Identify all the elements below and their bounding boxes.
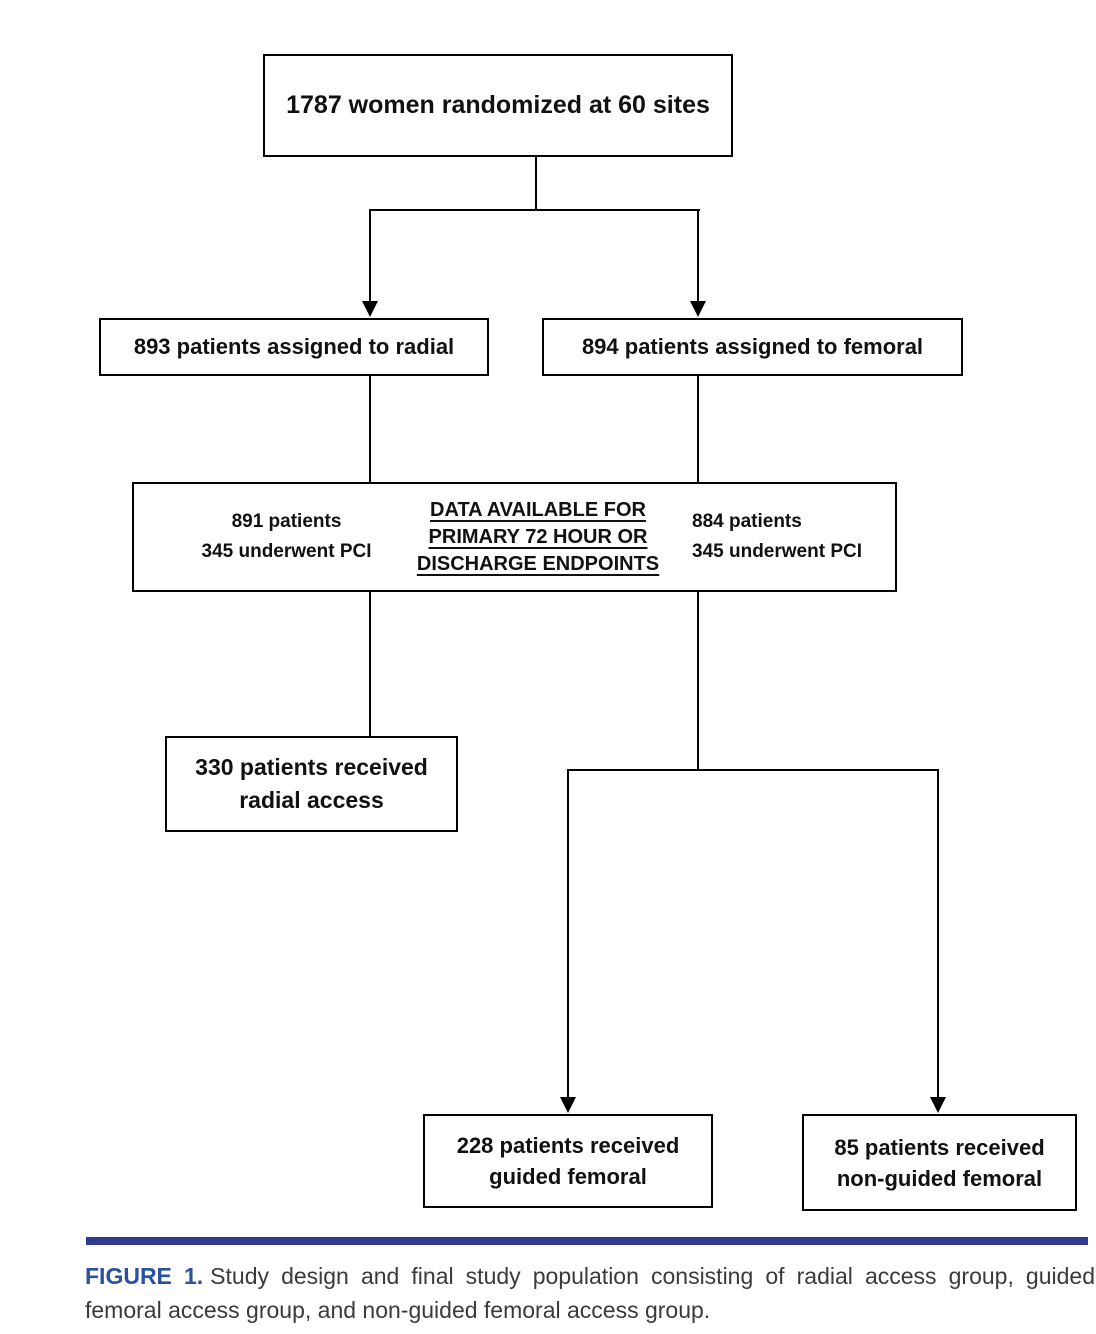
- node-guided-femoral-line2: guided femoral: [489, 1164, 647, 1189]
- connector-split-bottom-horizontal: [567, 769, 939, 771]
- connector-radial-to-databox: [369, 375, 371, 483]
- node-data-available: 891 patients 345 underwent PCI DATA AVAI…: [132, 482, 897, 592]
- figure-divider-bar: [86, 1237, 1088, 1245]
- node-nonguided-femoral: 85 patients received non-guided femoral: [802, 1114, 1077, 1211]
- figure-caption-text: Study design and final study population …: [85, 1263, 1095, 1323]
- femoral-stats-line1: 884 patients: [692, 511, 802, 532]
- radial-stats-line2: 345 underwent PCI: [201, 541, 372, 562]
- femoral-stats-line2: 345 underwent PCI: [692, 541, 862, 562]
- node-radial-access: 330 patients received radial access: [165, 736, 458, 832]
- connector-to-guided-line: [567, 769, 569, 1097]
- data-title-line2: PRIMARY 72 HOUR OR: [428, 525, 648, 548]
- node-radial-assigned: 893 patients assigned to radial: [99, 318, 489, 376]
- node-nonguided-femoral-line1: 85 patients received: [834, 1134, 1045, 1160]
- data-available-radial-stats: 891 patients 345 underwent PCI: [154, 484, 419, 590]
- node-guided-femoral: 228 patients received guided femoral: [423, 1114, 713, 1208]
- data-available-femoral-stats: 884 patients 345 underwent PCI: [692, 484, 892, 590]
- node-nonguided-femoral-line2: non-guided femoral: [836, 1165, 1043, 1191]
- node-radial-assigned-label: 893 patients assigned to radial: [133, 334, 455, 359]
- figure-caption-label: FIGURE 1.: [85, 1263, 204, 1289]
- connector-split-top-horizontal: [369, 209, 700, 211]
- connector-databox-to-radial-access: [369, 591, 371, 737]
- data-title-line1: DATA AVAILABLE FOR: [430, 498, 646, 521]
- data-available-title: DATA AVAILABLE FOR PRIMARY 72 HOUR OR DI…: [408, 484, 668, 590]
- node-guided-femoral-line1: 228 patients received: [456, 1133, 680, 1158]
- node-femoral-assigned-label: 894 patients assigned to femoral: [581, 334, 924, 359]
- node-radial-access-line1: 330 patients received: [195, 754, 428, 780]
- arrowhead-to-radial: [362, 301, 378, 317]
- radial-stats-line1: 891 patients: [231, 511, 342, 532]
- node-radial-access-line2: radial access: [239, 787, 384, 813]
- connector-femoral-to-databox: [697, 375, 699, 483]
- arrowhead-to-guided: [560, 1097, 576, 1113]
- connector-to-femoral-line: [697, 209, 699, 302]
- data-title-line3: DISCHARGE ENDPOINTS: [416, 552, 660, 575]
- connector-randomized-stem: [535, 156, 537, 210]
- connector-to-nonguided-line: [937, 769, 939, 1097]
- arrowhead-to-femoral: [690, 301, 706, 317]
- node-femoral-assigned: 894 patients assigned to femoral: [542, 318, 963, 376]
- connector-to-radial-line: [369, 209, 371, 302]
- arrowhead-to-nonguided: [930, 1097, 946, 1113]
- figure-caption: FIGURE 1.Study design and final study po…: [85, 1259, 1095, 1327]
- connector-databox-to-femoral-split: [697, 591, 699, 771]
- node-randomized: 1787 women randomized at 60 sites: [263, 54, 733, 157]
- node-randomized-label: 1787 women randomized at 60 sites: [286, 91, 710, 119]
